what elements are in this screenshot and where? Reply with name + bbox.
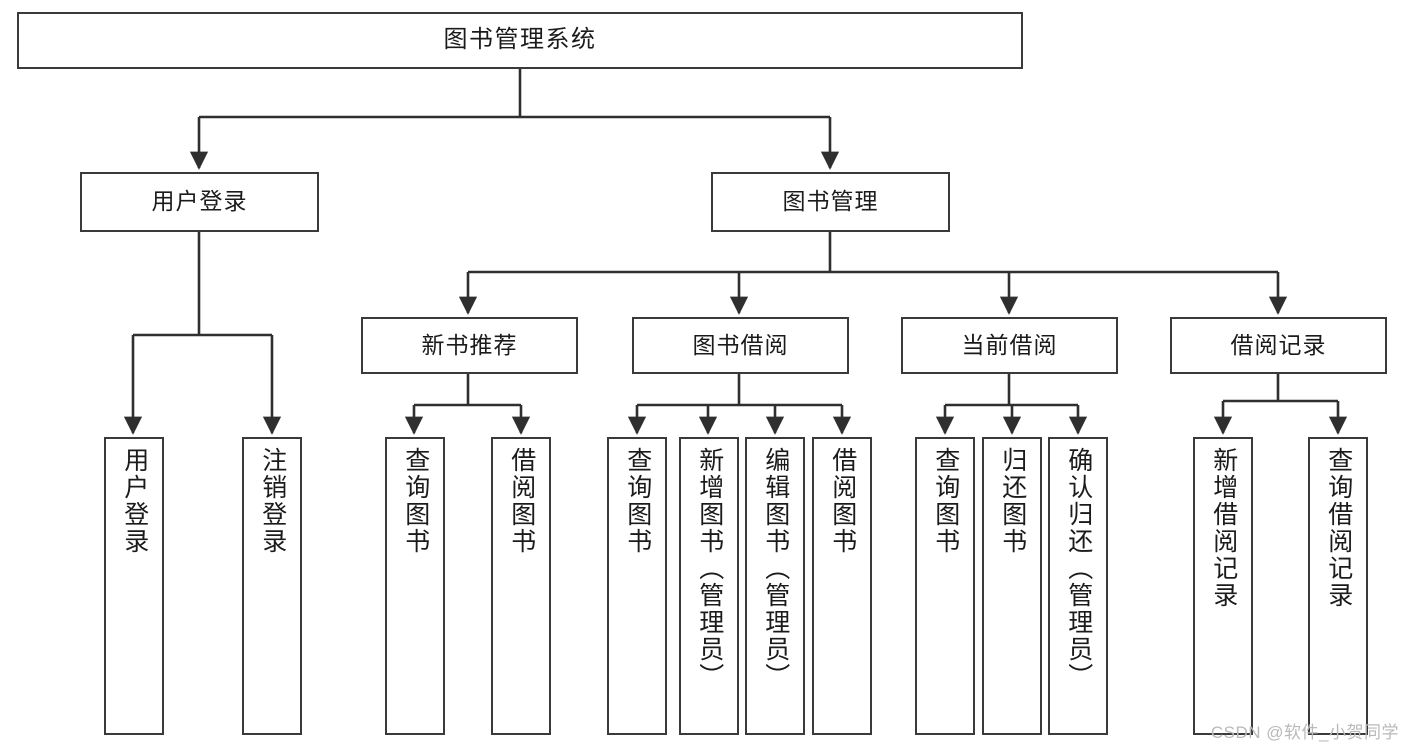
node-book-management[interactable]: 图书管理 bbox=[711, 172, 950, 232]
node-leaf-confirm-return-label: 确认归还（管理员） bbox=[1064, 447, 1093, 690]
node-leaf-add-record[interactable]: 新增借阅记录 bbox=[1193, 437, 1253, 735]
node-leaf-return-book[interactable]: 归还图书 bbox=[982, 437, 1042, 735]
node-leaf-borrow-book-2[interactable]: 借阅图书 bbox=[812, 437, 872, 735]
node-leaf-add-book[interactable]: 新增图书（管理员） bbox=[679, 437, 739, 735]
node-leaf-query-record[interactable]: 查询借阅记录 bbox=[1308, 437, 1368, 735]
node-user-login-label: 用户登录 bbox=[151, 188, 248, 215]
node-book-borrow-label: 图书借阅 bbox=[692, 331, 789, 358]
node-new-book-recommend-label: 新书推荐 bbox=[421, 331, 518, 358]
watermark: CSDN @软件_小贺同学 bbox=[1210, 723, 1399, 742]
node-current-borrow[interactable]: 当前借阅 bbox=[901, 317, 1118, 374]
node-leaf-borrow-book-2-label: 借阅图书 bbox=[828, 447, 857, 555]
node-new-book-recommend[interactable]: 新书推荐 bbox=[361, 317, 578, 374]
node-leaf-query-book-2-label: 查询图书 bbox=[623, 447, 652, 555]
node-leaf-query-book-1[interactable]: 查询图书 bbox=[385, 437, 445, 735]
node-leaf-borrow-book-1[interactable]: 借阅图书 bbox=[491, 437, 551, 735]
node-user-login[interactable]: 用户登录 bbox=[80, 172, 319, 232]
node-leaf-query-book-3-label: 查询图书 bbox=[931, 447, 960, 555]
node-leaf-add-book-label: 新增图书（管理员） bbox=[695, 447, 724, 690]
node-borrow-record-label: 借阅记录 bbox=[1230, 331, 1327, 358]
node-leaf-user-login[interactable]: 用户登录 bbox=[104, 437, 164, 735]
node-root-label: 图书管理系统 bbox=[443, 26, 597, 54]
node-leaf-edit-book-label: 编辑图书（管理员） bbox=[761, 447, 790, 690]
node-book-management-label: 图书管理 bbox=[782, 188, 879, 215]
node-leaf-query-book-1-label: 查询图书 bbox=[401, 447, 430, 555]
node-leaf-query-record-label: 查询借阅记录 bbox=[1324, 447, 1353, 609]
node-book-borrow[interactable]: 图书借阅 bbox=[632, 317, 849, 374]
node-leaf-borrow-book-1-label: 借阅图书 bbox=[507, 447, 536, 555]
node-leaf-edit-book[interactable]: 编辑图书（管理员） bbox=[745, 437, 805, 735]
node-root[interactable]: 图书管理系统 bbox=[17, 12, 1023, 69]
node-leaf-query-book-3[interactable]: 查询图书 bbox=[915, 437, 975, 735]
node-leaf-logout[interactable]: 注销登录 bbox=[242, 437, 302, 735]
node-leaf-query-book-2[interactable]: 查询图书 bbox=[607, 437, 667, 735]
node-borrow-record[interactable]: 借阅记录 bbox=[1170, 317, 1387, 374]
node-leaf-confirm-return[interactable]: 确认归还（管理员） bbox=[1048, 437, 1108, 735]
node-leaf-user-login-label: 用户登录 bbox=[120, 447, 149, 555]
node-leaf-logout-label: 注销登录 bbox=[258, 447, 287, 555]
node-leaf-add-record-label: 新增借阅记录 bbox=[1209, 447, 1238, 609]
node-leaf-return-book-label: 归还图书 bbox=[998, 447, 1027, 555]
node-current-borrow-label: 当前借阅 bbox=[961, 331, 1058, 358]
